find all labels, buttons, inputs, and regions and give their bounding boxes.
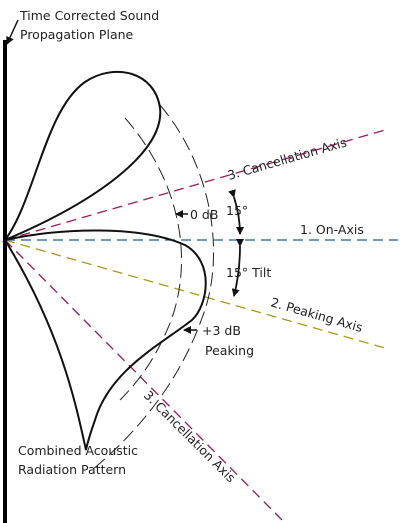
lower-lobe-outline xyxy=(3,229,207,451)
pattern-label-line1: Combined Acoustic xyxy=(18,443,138,458)
cancellation-axis-lower-label: 3. Cancellation Axis xyxy=(141,388,239,486)
peaking-label: Peaking xyxy=(205,343,254,358)
angle-tilt-arrow xyxy=(231,238,245,297)
plane-label-line2: Propagation Plane xyxy=(20,27,134,42)
cancellation-axis-upper-line xyxy=(4,129,386,241)
pattern-label-line2: Radiation Pattern xyxy=(18,462,126,477)
upper-lobe-outline xyxy=(1,70,162,243)
angle-15-label: 15° xyxy=(226,203,248,218)
zero-db-label: 0 dB xyxy=(190,207,218,222)
propagation-plane-pointer xyxy=(6,19,19,45)
on-axis-label: 1. On-Axis xyxy=(300,222,364,237)
angle-15-arrow xyxy=(228,189,244,235)
plus3-db-label: +3 dB xyxy=(202,323,241,338)
angle-tilt-label: 15° Tilt xyxy=(226,265,271,280)
plus3-db-arc xyxy=(91,104,215,471)
peaking-axis-line xyxy=(4,239,386,349)
cancellation-axis-lower-line xyxy=(4,239,283,521)
zero-db-arc xyxy=(119,117,182,401)
plane-label-line1: Time Corrected Sound xyxy=(19,8,159,23)
cancellation-axis-upper-label: 3. Cancellation Axis xyxy=(226,134,349,182)
